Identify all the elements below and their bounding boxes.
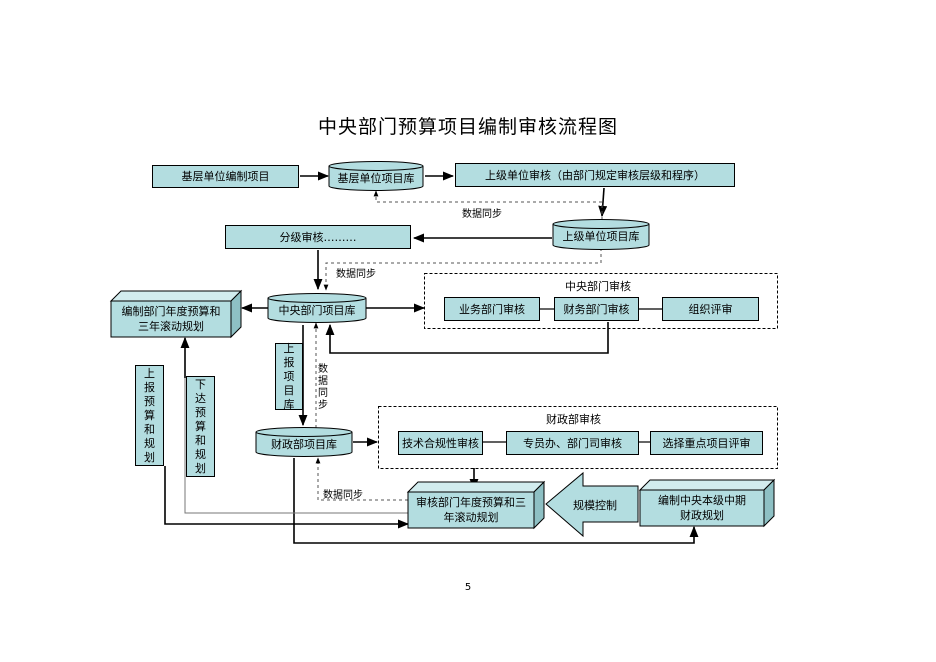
- report-budget-plan-box: 上报预算和规划: [135, 365, 164, 466]
- finance-dept-review-box: 财务部门审核: [554, 297, 639, 321]
- page-title: 中央部门预算项目编制审核流程图: [317, 116, 618, 138]
- data-sync-label-review-mof: 数据同步: [323, 490, 363, 501]
- dashed-sync-upper-to-central: [323, 248, 602, 291]
- line-issue-budget-return: [184, 378, 408, 514]
- special-office-review-box: 专员办、部门司审核: [506, 431, 639, 455]
- tiered-review-box: 分级审核………: [225, 225, 411, 249]
- box3d-central-midterm-plan: [638, 478, 776, 528]
- central-dept-db-label: 中央部门项目库: [278, 304, 356, 317]
- arrow-central-review-return: [325, 322, 609, 354]
- data-sync-label-upper-base: 数据同步: [462, 209, 502, 220]
- scale-control-label: 规模控制: [573, 499, 617, 512]
- cylinder-base-unit-db: [328, 161, 424, 191]
- dept-budget-plan-label: 编制部门年度预算和 三年滚动规划: [121, 305, 221, 333]
- central-review-frame: [424, 273, 778, 329]
- data-sync-label-upper-central: 数据同步: [336, 269, 376, 280]
- central-midterm-plan-label: 编制中央本级中期 财政规划: [658, 494, 746, 522]
- report-projects-text: 上报项目库: [283, 341, 295, 411]
- technical-compliance-review-box: 技术合规性审核: [398, 431, 483, 455]
- cylinder-central-dept-db: [267, 293, 367, 323]
- key-project-evaluation-box: 选择重点项目评审: [650, 431, 763, 455]
- review-dept-plan-label: 审核部门年度预算和三 年滚动规划: [416, 496, 526, 524]
- box3d-review-dept-plan: [406, 480, 546, 530]
- cylinder-mof-db: [255, 427, 353, 457]
- arrow-mof-db-to-midterm: [293, 458, 699, 544]
- page-number: 5: [464, 582, 472, 593]
- upper-unit-review-box: 上级单位审核（由部门规定审核层级和程序）: [455, 163, 735, 187]
- issue-budget-plan-text: 下达预算和规划: [195, 377, 206, 475]
- arrow-report-budget-line: [164, 466, 410, 529]
- business-dept-review-box: 业务部门审核: [444, 297, 540, 321]
- data-sync-label-mof-central: 数据同步: [318, 364, 328, 411]
- dashed-sync-upper-to-base: [373, 190, 603, 220]
- mof-review-frame: [378, 406, 778, 469]
- organize-evaluation-box: 组织评审: [662, 297, 759, 321]
- dashed-sync-review-to-mof: [315, 457, 408, 501]
- scale-control-arrow-shape: [545, 471, 639, 538]
- base-unit-db-label: 基层单位项目库: [337, 172, 415, 185]
- cylinder-upper-unit-db: [552, 219, 650, 250]
- central-review-title: 中央部门审核: [565, 280, 631, 293]
- report-budget-plan-text: 上报预算和规划: [144, 366, 155, 464]
- report-projects-box: 上报项目库: [275, 341, 303, 411]
- box3d-dept-budget-plan: [109, 289, 243, 339]
- mof-db-label: 财政部项目库: [271, 438, 337, 451]
- issue-budget-plan-box: 下达预算和规划: [186, 376, 215, 477]
- mof-review-title: 财政部审核: [546, 413, 601, 426]
- upper-unit-db-label: 上级单位项目库: [562, 230, 640, 243]
- base-unit-prepare-box: 基层单位编制项目: [152, 165, 299, 188]
